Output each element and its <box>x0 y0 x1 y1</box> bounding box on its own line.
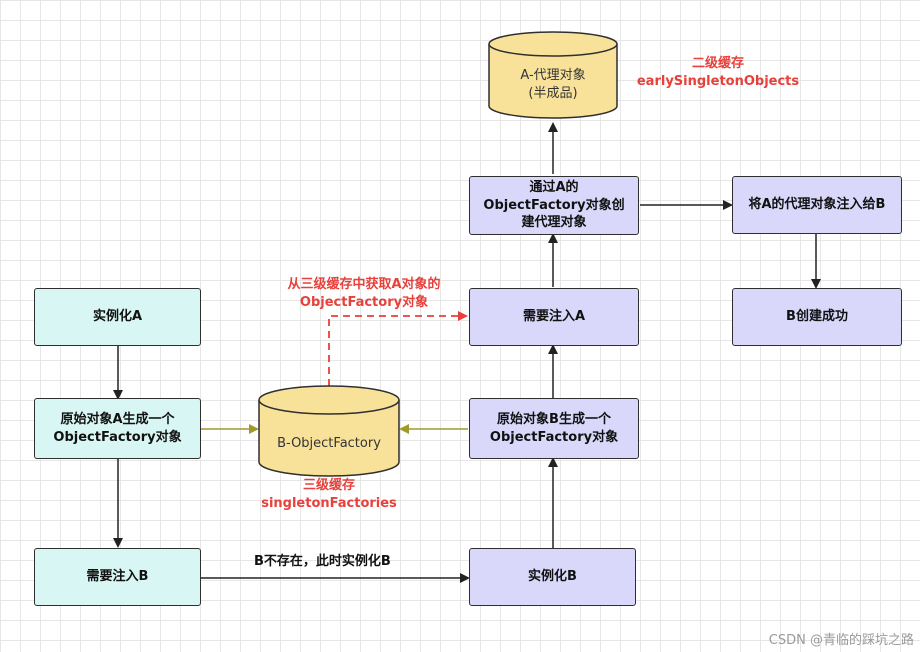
node-instantiate-a: 实例化A <box>34 288 201 346</box>
node-create-proxy: 通过A的 ObjectFactory对象创 建代理对象 <box>469 176 639 235</box>
node-inject-b: 需要注入B <box>34 548 201 606</box>
node-create-proxy-label: 通过A的 ObjectFactory对象创 建代理对象 <box>483 180 625 231</box>
node-inject-b-label: 需要注入B <box>86 569 149 585</box>
b-not-exist-label: B不存在，此时实例化B <box>254 554 391 569</box>
factory-db-cylinder <box>258 385 400 477</box>
node-inject-proxy-label: 将A的代理对象注入给B <box>748 197 886 213</box>
node-raw-b: 原始对象B生成一个 ObjectFactory对象 <box>469 398 639 459</box>
node-raw-a: 原始对象A生成一个 ObjectFactory对象 <box>34 398 201 459</box>
proxy-db-cylinder <box>488 31 618 119</box>
third-level-cache-note: 三级缓存 singletonFactories <box>261 478 397 511</box>
node-raw-b-label: 原始对象B生成一个 ObjectFactory对象 <box>489 411 619 445</box>
node-instantiate-b: 实例化B <box>469 548 636 606</box>
node-inject-proxy: 将A的代理对象注入给B <box>732 176 902 234</box>
node-instantiate-a-label: 实例化A <box>92 309 143 325</box>
edge-factory-db-to-inject-a-dashed <box>328 311 468 386</box>
proxy-db-label: A-代理对象 (半成品) <box>520 67 586 101</box>
node-b-success-label: B创建成功 <box>786 309 848 325</box>
node-instantiate-b-label: 实例化B <box>528 569 577 585</box>
fetch-from-third-cache-note: 从三级缓存中获取A对象的 ObjectFactory对象 <box>287 277 441 310</box>
factory-db-label: B-ObjectFactory <box>277 435 381 451</box>
node-inject-a-label: 需要注入A <box>522 309 586 325</box>
node-raw-a-label: 原始对象A生成一个 ObjectFactory对象 <box>53 411 182 445</box>
node-inject-a: 需要注入A <box>469 288 639 346</box>
second-level-cache-note: 二级缓存 earlySingletonObjects <box>636 56 800 89</box>
watermark: CSDN @青临的踩坑之路 <box>768 633 914 648</box>
node-b-success: B创建成功 <box>732 288 902 346</box>
